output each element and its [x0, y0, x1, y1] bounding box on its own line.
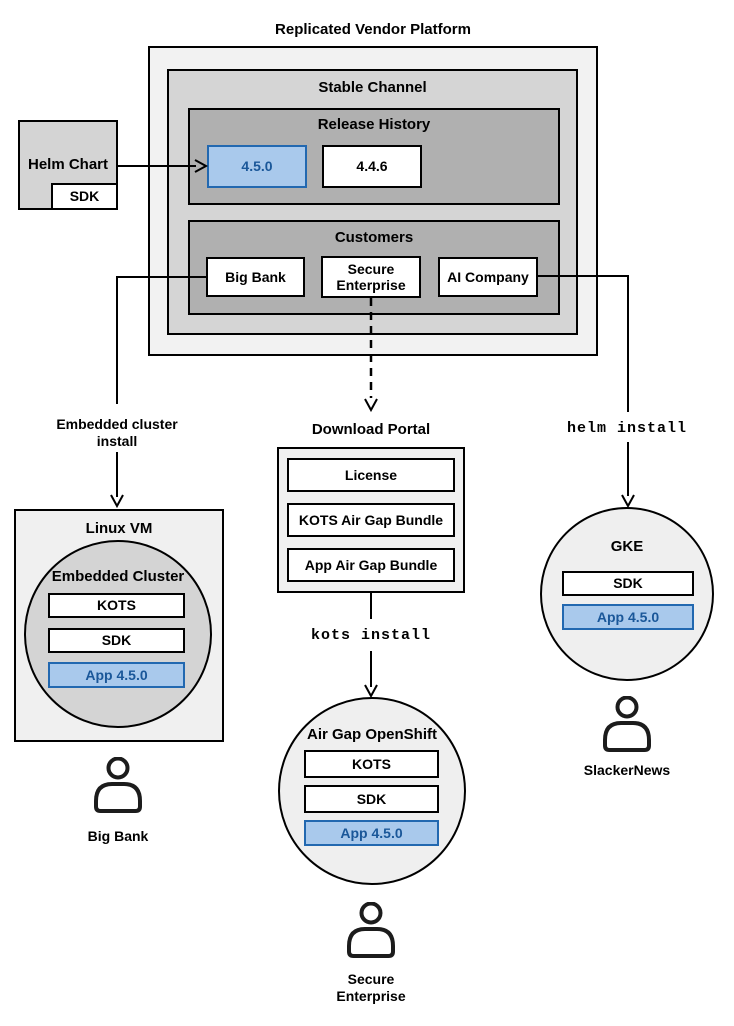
big-bank-user-label: Big Bank — [87, 828, 149, 844]
portal-item-app-airgap-bundle: App Air Gap Bundle — [287, 548, 455, 582]
big-bank-user-icon — [94, 757, 142, 813]
slackernews-user-icon — [603, 696, 651, 752]
embedded-cluster-install-label: Embedded cluster install — [56, 416, 178, 449]
component-sdk: SDK — [48, 628, 185, 653]
helm-install-label: helm install — [566, 420, 688, 437]
linux-vm-label: Linux VM — [85, 520, 153, 537]
air-gap-openshift-label: Air Gap OpenShift — [306, 726, 437, 743]
embedded-cluster-label: Embedded Cluster — [51, 568, 185, 585]
diagram-title: Replicated Vendor Platform — [275, 21, 471, 38]
slackernews-user-label: SlackerNews — [583, 762, 671, 778]
component-app-version: App 4.5.0 — [304, 820, 439, 846]
helm-chart-sdk-box: SDK — [51, 183, 118, 210]
release-box-4-4-6: 4.4.6 — [322, 145, 422, 188]
download-portal-label: Download Portal — [311, 421, 431, 438]
release-history-label: Release History — [317, 116, 431, 133]
kots-install-label: kots install — [310, 627, 432, 644]
component-sdk: SDK — [562, 571, 694, 596]
component-kots: KOTS — [48, 593, 185, 618]
component-kots: KOTS — [304, 750, 439, 778]
portal-item-license: License — [287, 458, 455, 492]
customer-secure-enterprise: Secure Enterprise — [321, 256, 421, 298]
portal-item-kots-airgap-bundle: KOTS Air Gap Bundle — [287, 503, 455, 537]
stable-channel-label: Stable Channel — [318, 79, 427, 96]
release-box-4-5-0: 4.5.0 — [207, 145, 307, 188]
secure-enterprise-user-label: Secure Enterprise — [336, 971, 406, 1004]
gke-label: GKE — [610, 538, 644, 555]
component-app-version: App 4.5.0 — [48, 662, 185, 688]
customer-big-bank: Big Bank — [206, 257, 305, 297]
customers-label: Customers — [334, 229, 414, 246]
component-sdk: SDK — [304, 785, 439, 813]
secure-enterprise-user-icon — [347, 902, 395, 958]
customer-ai-company: AI Company — [438, 257, 538, 297]
component-app-version: App 4.5.0 — [562, 604, 694, 630]
helm-chart-label: Helm Chart — [27, 156, 109, 173]
